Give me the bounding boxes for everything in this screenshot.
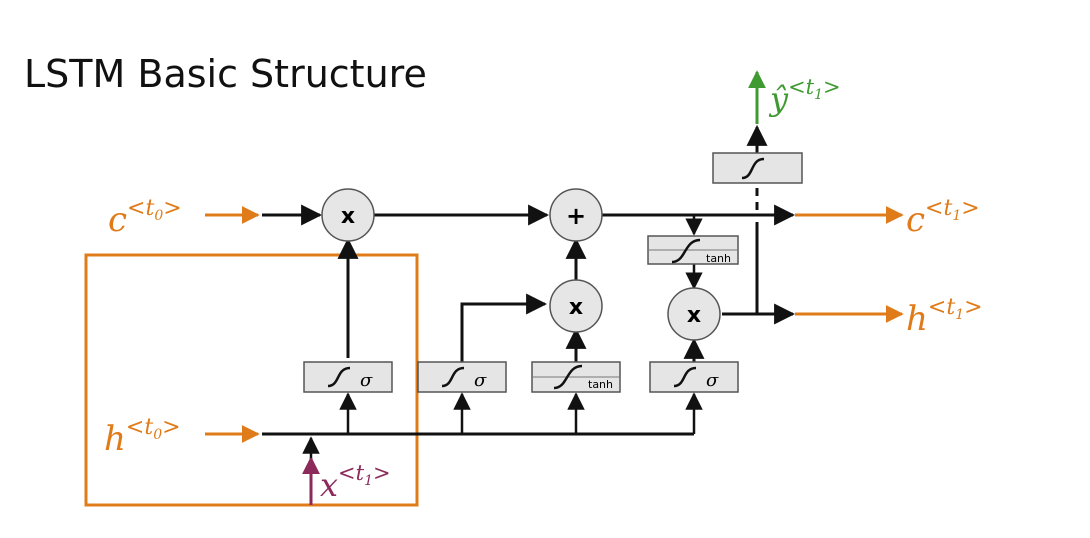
output-gate-label: σ (706, 370, 719, 391)
forget-gate-box: σ (303, 361, 393, 393)
sigmoid-curve-icon (741, 157, 765, 180)
cell-add-symbol: + (566, 202, 586, 230)
h-input-label: h<t0> (104, 415, 181, 459)
input-gate-to-mult (460, 293, 548, 362)
forget-multiply-node: x (321, 188, 375, 242)
cell-tanh-label: tanh (706, 252, 731, 265)
candidate-gate-box: tanh (531, 361, 621, 393)
x-input-label: x<t1> (320, 461, 391, 504)
h-output-label: h<t1> (906, 295, 983, 339)
cell-add-node: + (549, 188, 603, 242)
c-output-label: c<t1> (906, 196, 980, 240)
candidate-gate-label: tanh (588, 378, 613, 391)
input-gate-label: σ (474, 370, 487, 391)
sigmoid-curve-icon (673, 366, 697, 388)
sigmoid-curve-icon (441, 366, 465, 388)
prediction-gate-box (712, 152, 803, 184)
output-multiply-node: x (667, 287, 721, 341)
forget-gate-label: σ (360, 370, 373, 391)
page-title: LSTM Basic Structure (24, 52, 427, 96)
highlight-box (84, 253, 419, 507)
c-input-label: c<t0> (108, 196, 182, 240)
tanh-curve-icon (553, 364, 583, 390)
cell-tanh-box: tanh (647, 235, 739, 265)
sigmoid-curve-icon (327, 366, 351, 388)
y-output-label: ŷ<t1> (768, 75, 841, 118)
output-multiply-symbol: x (687, 303, 701, 328)
input-gate-box: σ (417, 361, 507, 393)
forget-multiply-symbol: x (341, 204, 355, 229)
tanh-curve-icon (671, 238, 701, 264)
input-multiply-node: x (549, 279, 603, 333)
output-gate-box: σ (649, 361, 739, 393)
input-multiply-symbol: x (569, 295, 583, 320)
